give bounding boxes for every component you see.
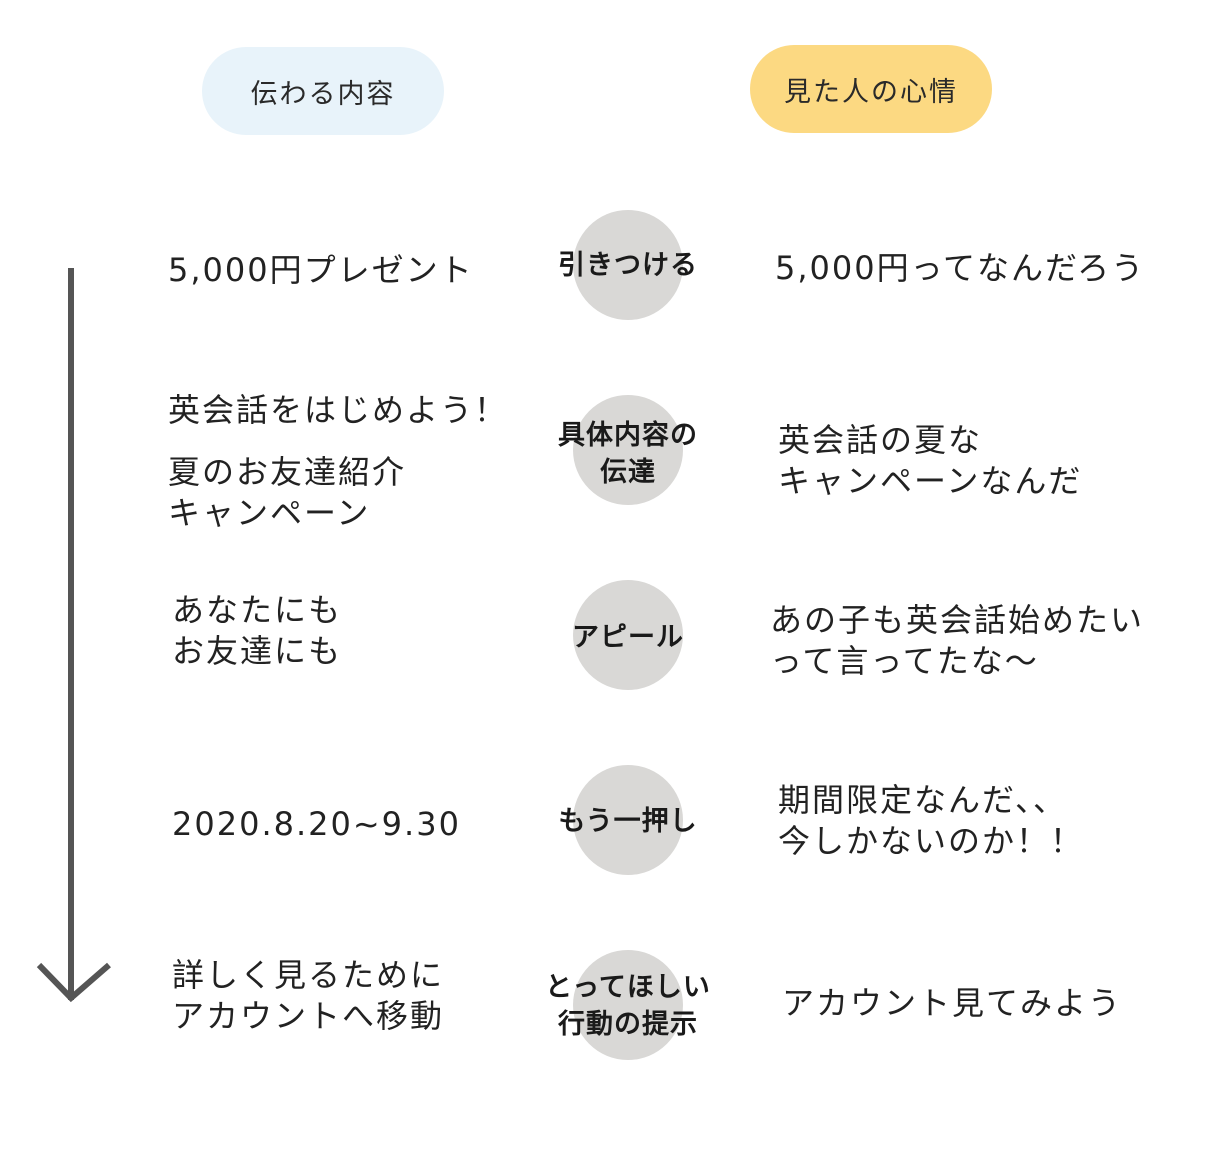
- content-header-pill: 伝わる内容: [202, 47, 444, 135]
- content-text-5: 詳しく見るために アカウントへ移動: [172, 956, 445, 1035]
- content-text-2: 夏のお友達紹介 キャンペーン: [168, 453, 407, 532]
- content-header-label: 伝わる内容: [250, 78, 396, 110]
- stage-circle-5: [573, 950, 683, 1060]
- feeling-text-2: 英会話の夏な キャンペーンなんだ: [778, 421, 1083, 500]
- stage-circle-1: [573, 210, 683, 320]
- stage-label-3: アピール: [572, 622, 684, 653]
- stage-label-5: とってほしい 行動の提示: [545, 972, 711, 1040]
- content-text-4: 2020.8.20~9.30: [172, 805, 461, 843]
- stage-circle-4: [573, 765, 683, 875]
- content-heading-2: 英会話をはじめよう！: [168, 391, 509, 429]
- stage-label-4: もう一押し: [558, 806, 698, 837]
- feeling-header-pill: 見た人の心情: [750, 45, 992, 133]
- stage-circle-2: [573, 395, 683, 505]
- content-text-3: あなたにも お友達にも: [172, 591, 343, 670]
- feeling-header-label: 見た人の心情: [784, 76, 958, 108]
- feeling-text-3: あの子も英会話始めたい って言ってたな〜: [770, 601, 1145, 680]
- stage-label-1: 引きつける: [558, 250, 698, 281]
- stage-label-2: 具体内容の 伝達: [558, 420, 698, 488]
- stage-circle-3: [573, 580, 683, 690]
- content-text-1: 5,000円プレゼント: [168, 251, 474, 289]
- feeling-text-5: アカウント見てみよう: [782, 984, 1123, 1022]
- down-arrow-icon: [36, 268, 111, 1003]
- feeling-text-4: 期間限定なんだ、、 今しかないのか！！: [778, 781, 1085, 860]
- feeling-text-1: 5,000円ってなんだろう: [775, 249, 1146, 287]
